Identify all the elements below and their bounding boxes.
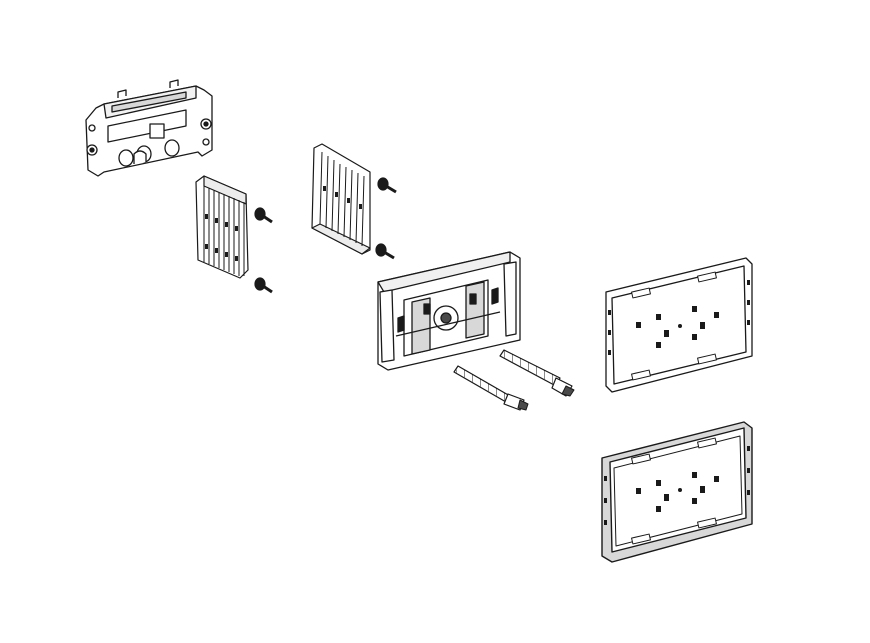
- threaded-rod-1: [454, 366, 528, 410]
- spacer-comb-left: [196, 176, 248, 278]
- mounting-frame: [86, 80, 212, 176]
- cover-plate-framed: [602, 422, 752, 562]
- actuator-carrier-plate: [378, 252, 520, 370]
- screw-3: [378, 178, 396, 192]
- spacer-comb-right: [312, 144, 370, 254]
- cover-plate-flat: [606, 258, 752, 392]
- screw-1: [255, 208, 272, 222]
- screw-4: [376, 244, 394, 258]
- screw-2: [255, 278, 272, 292]
- threaded-rod-2: [500, 350, 574, 396]
